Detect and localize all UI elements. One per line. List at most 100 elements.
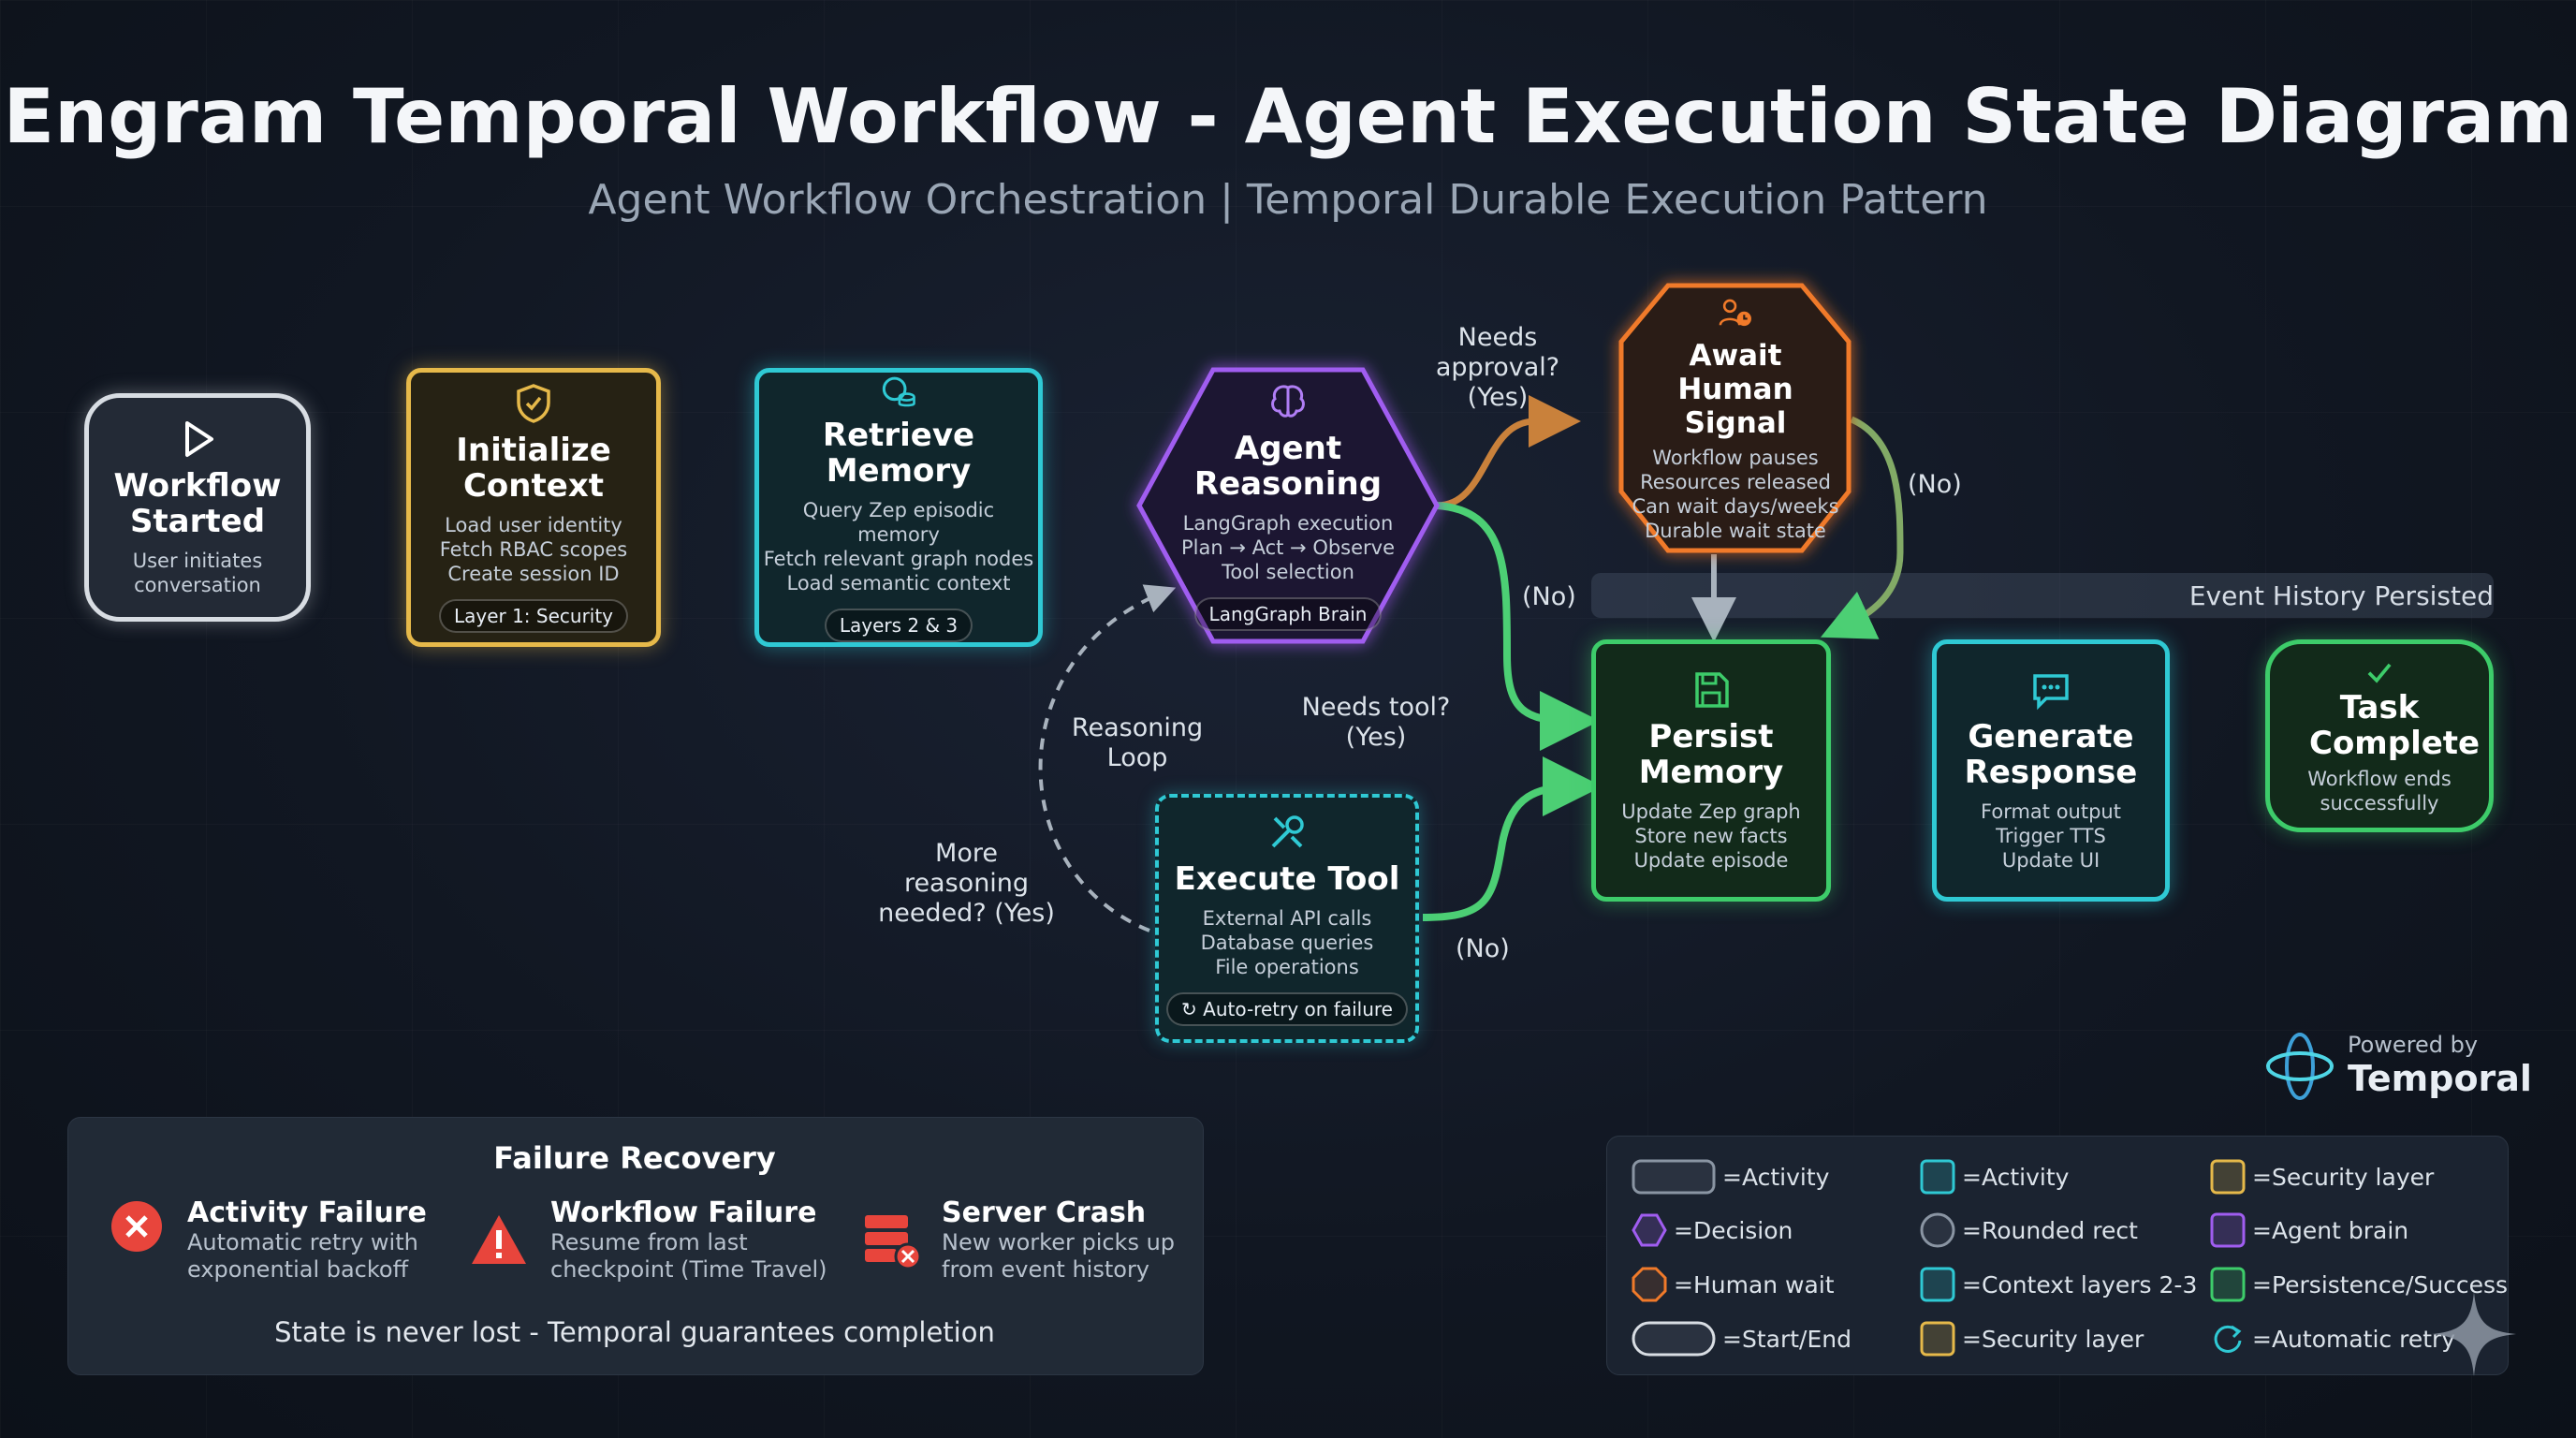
sparkle-icon bbox=[2428, 1288, 2520, 1380]
legend-label: =Activity bbox=[1962, 1163, 2070, 1191]
legend-swatch bbox=[2210, 1159, 2246, 1195]
node-desc-line: External API calls bbox=[1202, 907, 1372, 930]
legend-label: =Persistence/Success bbox=[2252, 1270, 2508, 1299]
node-persist-memory[interactable]: Persist Memory Update Zep graph Store ne… bbox=[1591, 639, 1831, 902]
legend-swatch bbox=[2210, 1267, 2246, 1302]
failure-item-workflow: Workflow Failure Resume from last checkp… bbox=[550, 1196, 827, 1284]
node-title: Retrieve Memory bbox=[822, 417, 975, 490]
legend-item: =Security layer bbox=[1919, 1320, 2144, 1357]
layer-badge: Layer 1: Security bbox=[438, 599, 629, 633]
tools-icon bbox=[1271, 815, 1304, 848]
legend-label: =Activity bbox=[1722, 1163, 1830, 1191]
legend-label: =Security layer bbox=[2252, 1163, 2435, 1191]
node-desc-line: Tool selection bbox=[1222, 561, 1354, 583]
label-await-no: (No) bbox=[1908, 470, 1962, 499]
failure-item-title: Workflow Failure bbox=[550, 1196, 817, 1229]
legend-panel bbox=[1606, 1136, 2509, 1375]
node-title: Execute Tool bbox=[1174, 860, 1400, 898]
warning-icon bbox=[470, 1213, 528, 1266]
legend-swatch bbox=[2214, 1325, 2242, 1353]
legend-label: =Rounded rect bbox=[1962, 1216, 2138, 1244]
label-reasoning-loop: Reasoning Loop bbox=[1071, 713, 1204, 772]
page-subtitle: Agent Workflow Orchestration | Temporal … bbox=[588, 176, 1988, 224]
edge-reason-await bbox=[1436, 395, 1581, 509]
node-desc-line: Fetch relevant graph nodes bbox=[763, 548, 1034, 570]
node-desc-line: Resources released bbox=[1640, 471, 1831, 493]
legend-item: =Security layer bbox=[2209, 1158, 2434, 1196]
node-desc-line: Durable wait state bbox=[1645, 520, 1826, 542]
legend-swatch bbox=[1632, 1213, 1667, 1247]
check-icon bbox=[2367, 663, 2392, 683]
node-task-complete[interactable]: Task Complete Workflow ends successfully bbox=[2265, 639, 2494, 832]
person-clock-icon bbox=[1719, 299, 1751, 327]
node-desc-line: Trigger TTS bbox=[1996, 825, 2106, 847]
node-execute-tool[interactable]: Execute Tool External API calls Database… bbox=[1155, 794, 1419, 1043]
node-retrieve-memory[interactable]: Retrieve Memory Query Zep episodic memor… bbox=[754, 368, 1043, 647]
layer-badge: Layers 2 & 3 bbox=[824, 609, 973, 642]
edge-reason-persist bbox=[1436, 502, 1600, 751]
legend-label: =Decision bbox=[1674, 1216, 1793, 1244]
await-octagon-shape bbox=[1618, 283, 1852, 553]
failure-item-desc: exponential backoff bbox=[187, 1256, 409, 1283]
failure-item-server: Server Crash New worker picks up from ev… bbox=[942, 1196, 1175, 1284]
failure-item-desc: Resume from last bbox=[550, 1229, 748, 1255]
retry-badge: ↻ Auto-retry on failure bbox=[1166, 992, 1408, 1026]
legend-swatch bbox=[1920, 1267, 1955, 1302]
failure-recovery-footer: State is never lost - Temporal guarantee… bbox=[274, 1316, 995, 1348]
node-desc-line: Query Zep episodic memory bbox=[802, 499, 995, 546]
node-initialize-context[interactable]: Initialize Context Load user identity Fe… bbox=[406, 368, 661, 647]
event-history-label: Event History Persisted bbox=[2188, 580, 2494, 611]
failure-item-desc: Automatic retry with bbox=[187, 1229, 418, 1255]
node-title: Generate Response bbox=[1964, 718, 2138, 791]
node-workflow-started[interactable]: Workflow Started User initiates conversa… bbox=[84, 393, 311, 622]
legend-swatch bbox=[2210, 1212, 2246, 1248]
node-generate-response[interactable]: Generate Response Format output Trigger … bbox=[1932, 639, 2170, 902]
brain-icon bbox=[1271, 385, 1305, 418]
legend-label: =Security layer bbox=[1962, 1325, 2144, 1353]
failure-item-title: Server Crash bbox=[942, 1196, 1147, 1229]
legend-item: =Activity bbox=[1631, 1158, 1829, 1196]
legend-item: =Agent brain bbox=[2209, 1211, 2408, 1249]
legend-item: =Rounded rect bbox=[1919, 1211, 2138, 1249]
node-desc-line: Create session ID bbox=[447, 563, 620, 585]
edge-await-persist-no bbox=[1820, 416, 1904, 639]
retry-icon: ↻ bbox=[1181, 998, 1204, 1020]
legend-item: =Context layers 2-3 bbox=[1919, 1266, 2197, 1303]
legend-swatch bbox=[1920, 1159, 1955, 1195]
node-agent-reasoning[interactable]: Agent Reasoning LangGraph execution Plan… bbox=[1139, 374, 1437, 637]
node-await-human-signal[interactable]: Await Human Signal Workflow pauses Resou… bbox=[1629, 295, 1842, 543]
legend-swatch bbox=[1632, 1321, 1716, 1357]
legend-item: =Automatic retry bbox=[2209, 1320, 2455, 1357]
label-reason-no: (No) bbox=[1522, 582, 1576, 611]
error-circle-icon bbox=[109, 1198, 165, 1255]
retry-badge-label: Auto-retry on failure bbox=[1203, 998, 1393, 1020]
label-execute-no: (No) bbox=[1456, 934, 1510, 963]
page-title: Engram Temporal Workflow - Agent Executi… bbox=[3, 73, 2573, 160]
legend-item: =Persistence/Success bbox=[2209, 1266, 2508, 1303]
powered-by-label: Powered by bbox=[2348, 1032, 2479, 1058]
edge-reasoning-loop bbox=[1038, 584, 1177, 932]
failure-recovery-title: Failure Recovery bbox=[493, 1140, 776, 1176]
node-desc-line: File operations bbox=[1215, 956, 1359, 978]
node-title: Await Human Signal bbox=[1677, 339, 1793, 440]
node-desc-line: LangGraph execution bbox=[1182, 512, 1394, 535]
failure-item-desc: from event history bbox=[942, 1256, 1150, 1283]
failure-recovery-panel bbox=[67, 1117, 1204, 1375]
node-desc-line: Update UI bbox=[2001, 849, 2100, 872]
legend-label: =Context layers 2-3 bbox=[1962, 1270, 2198, 1299]
brain-badge: LangGraph Brain bbox=[1193, 597, 1383, 631]
legend-label: =Human wait bbox=[1674, 1270, 1835, 1299]
node-desc-line: Plan → Act → Observe bbox=[1180, 536, 1396, 559]
legend-item: =Activity bbox=[1919, 1158, 2069, 1196]
node-desc-line: Load semantic context bbox=[786, 572, 1011, 594]
legend-label: =Agent brain bbox=[2252, 1216, 2409, 1244]
failure-item-activity: Activity Failure Automatic retry with ex… bbox=[187, 1196, 427, 1284]
label-needs-approval: Needs approval? (Yes) bbox=[1435, 323, 1560, 412]
temporal-logo-icon bbox=[2263, 1030, 2336, 1103]
chat-icon bbox=[2033, 674, 2069, 711]
legend-item: =Start/End bbox=[1631, 1320, 1852, 1357]
node-title: Task Complete bbox=[2309, 689, 2481, 762]
server-error-icon bbox=[863, 1213, 923, 1271]
node-title: Persist Memory bbox=[1638, 718, 1784, 791]
